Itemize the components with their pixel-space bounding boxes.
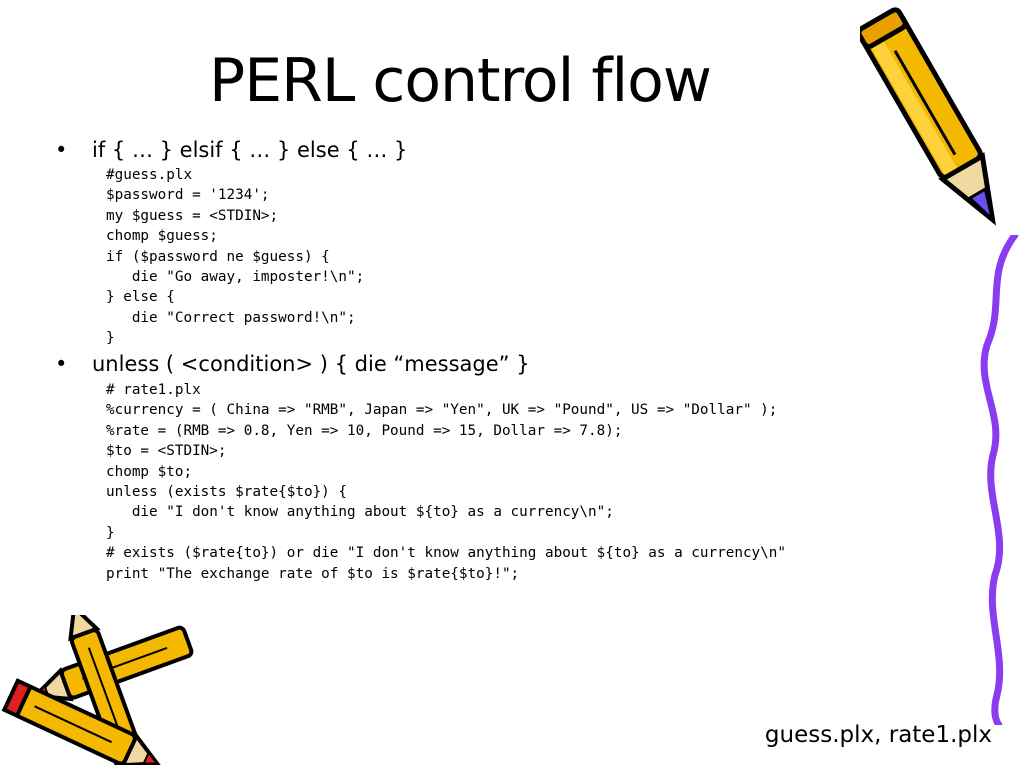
- code-line: %rate = (RMB => 0.8, Yen => 10, Pound =>…: [106, 422, 623, 439]
- code-line: # exists ($rate{to}) or die "I don't kno…: [106, 545, 786, 562]
- bullet-if-elsif: • if { … } elsif { … } else { … }: [55, 138, 407, 162]
- code-line: print "The exchange rate of $to is $rate…: [106, 565, 520, 582]
- code-line: $password = '1234';: [106, 187, 270, 204]
- slide-title: PERL control flow: [209, 46, 712, 116]
- code-line: %currency = ( China => "RMB", Japan => "…: [106, 402, 778, 419]
- code-line: die "Go away, imposter!\n";: [106, 268, 365, 285]
- code-line: }: [106, 330, 115, 347]
- code-line: #guess.plx: [106, 167, 193, 183]
- bullet-dot: •: [55, 138, 68, 162]
- code-line: chomp $to;: [106, 463, 193, 480]
- pencil-clipart-icon: [860, 7, 996, 226]
- wavy-border-line: [980, 235, 1019, 725]
- code-line: unless (exists $rate{$to}) {: [106, 483, 348, 500]
- code-line: die "Correct password!\n";: [106, 309, 356, 326]
- code-block-rate: # rate1.plx %currency = ( China => "RMB",…: [106, 380, 786, 584]
- code-line: } else {: [106, 289, 175, 306]
- bullet-dot: •: [55, 352, 68, 376]
- code-line: # rate1.plx: [106, 382, 201, 398]
- code-block-guess: #guess.plx $password = '1234'; my $guess =…: [106, 165, 364, 349]
- code-line: if ($password ne $guess) {: [106, 248, 330, 265]
- bullet-unless: • unless ( <condition> ) { die “message” …: [55, 352, 530, 376]
- code-line: $to = <STDIN>;: [106, 443, 227, 460]
- code-line: my $guess = <STDIN>;: [106, 207, 279, 224]
- footer-filenames: guess.plx, rate1.plx: [764, 722, 992, 748]
- bullet-text: if { … } elsif { … } else { … }: [92, 138, 408, 162]
- code-line: }: [106, 524, 115, 541]
- code-line: die "I don't know anything about ${to} a…: [106, 504, 614, 521]
- crossed-pencils-clipart-icon: [1, 615, 194, 765]
- bullet-text: unless ( <condition> ) { die “message” }: [92, 352, 530, 376]
- code-line: chomp $guess;: [106, 228, 218, 245]
